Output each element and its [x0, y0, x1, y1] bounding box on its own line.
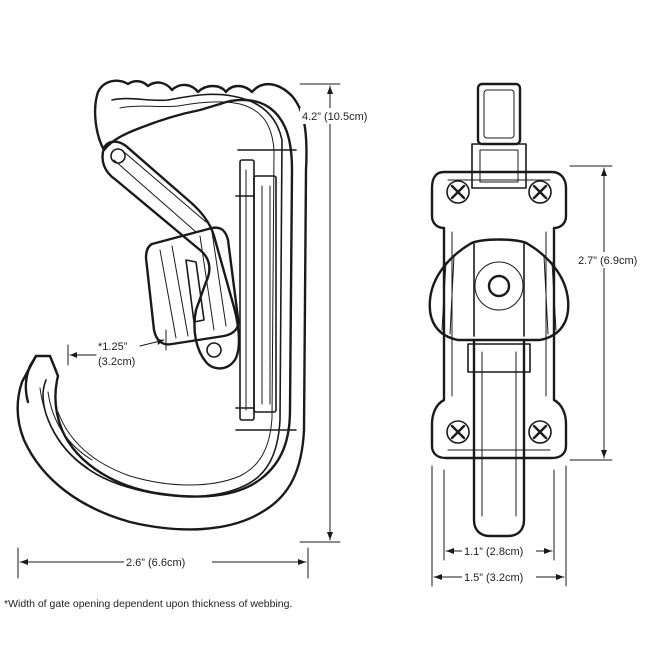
gate-opening-label: *1.25” — [98, 341, 128, 353]
gate-opening-metric-label: (3.2cm) — [98, 356, 135, 368]
side-view-carabiner — [16, 79, 341, 579]
screw-top-left — [446, 180, 470, 204]
front-view-carabiner — [428, 82, 613, 587]
footnote: *Width of gate opening dependent upon th… — [4, 598, 292, 610]
screw-top-right — [528, 180, 552, 204]
height-side-label: 4.2” (10.5cm) — [302, 111, 367, 123]
inner-width-front-label: 1.1” (2.8cm) — [464, 546, 523, 558]
outer-width-front-label: 1.5” (3.2cm) — [464, 572, 523, 584]
screw-bottom-left — [446, 420, 470, 444]
screw-bottom-right — [528, 420, 552, 444]
height-front-label: 2.7” (6.9cm) — [578, 255, 637, 267]
width-side-label: 2.6” (6.6cm) — [126, 557, 185, 569]
